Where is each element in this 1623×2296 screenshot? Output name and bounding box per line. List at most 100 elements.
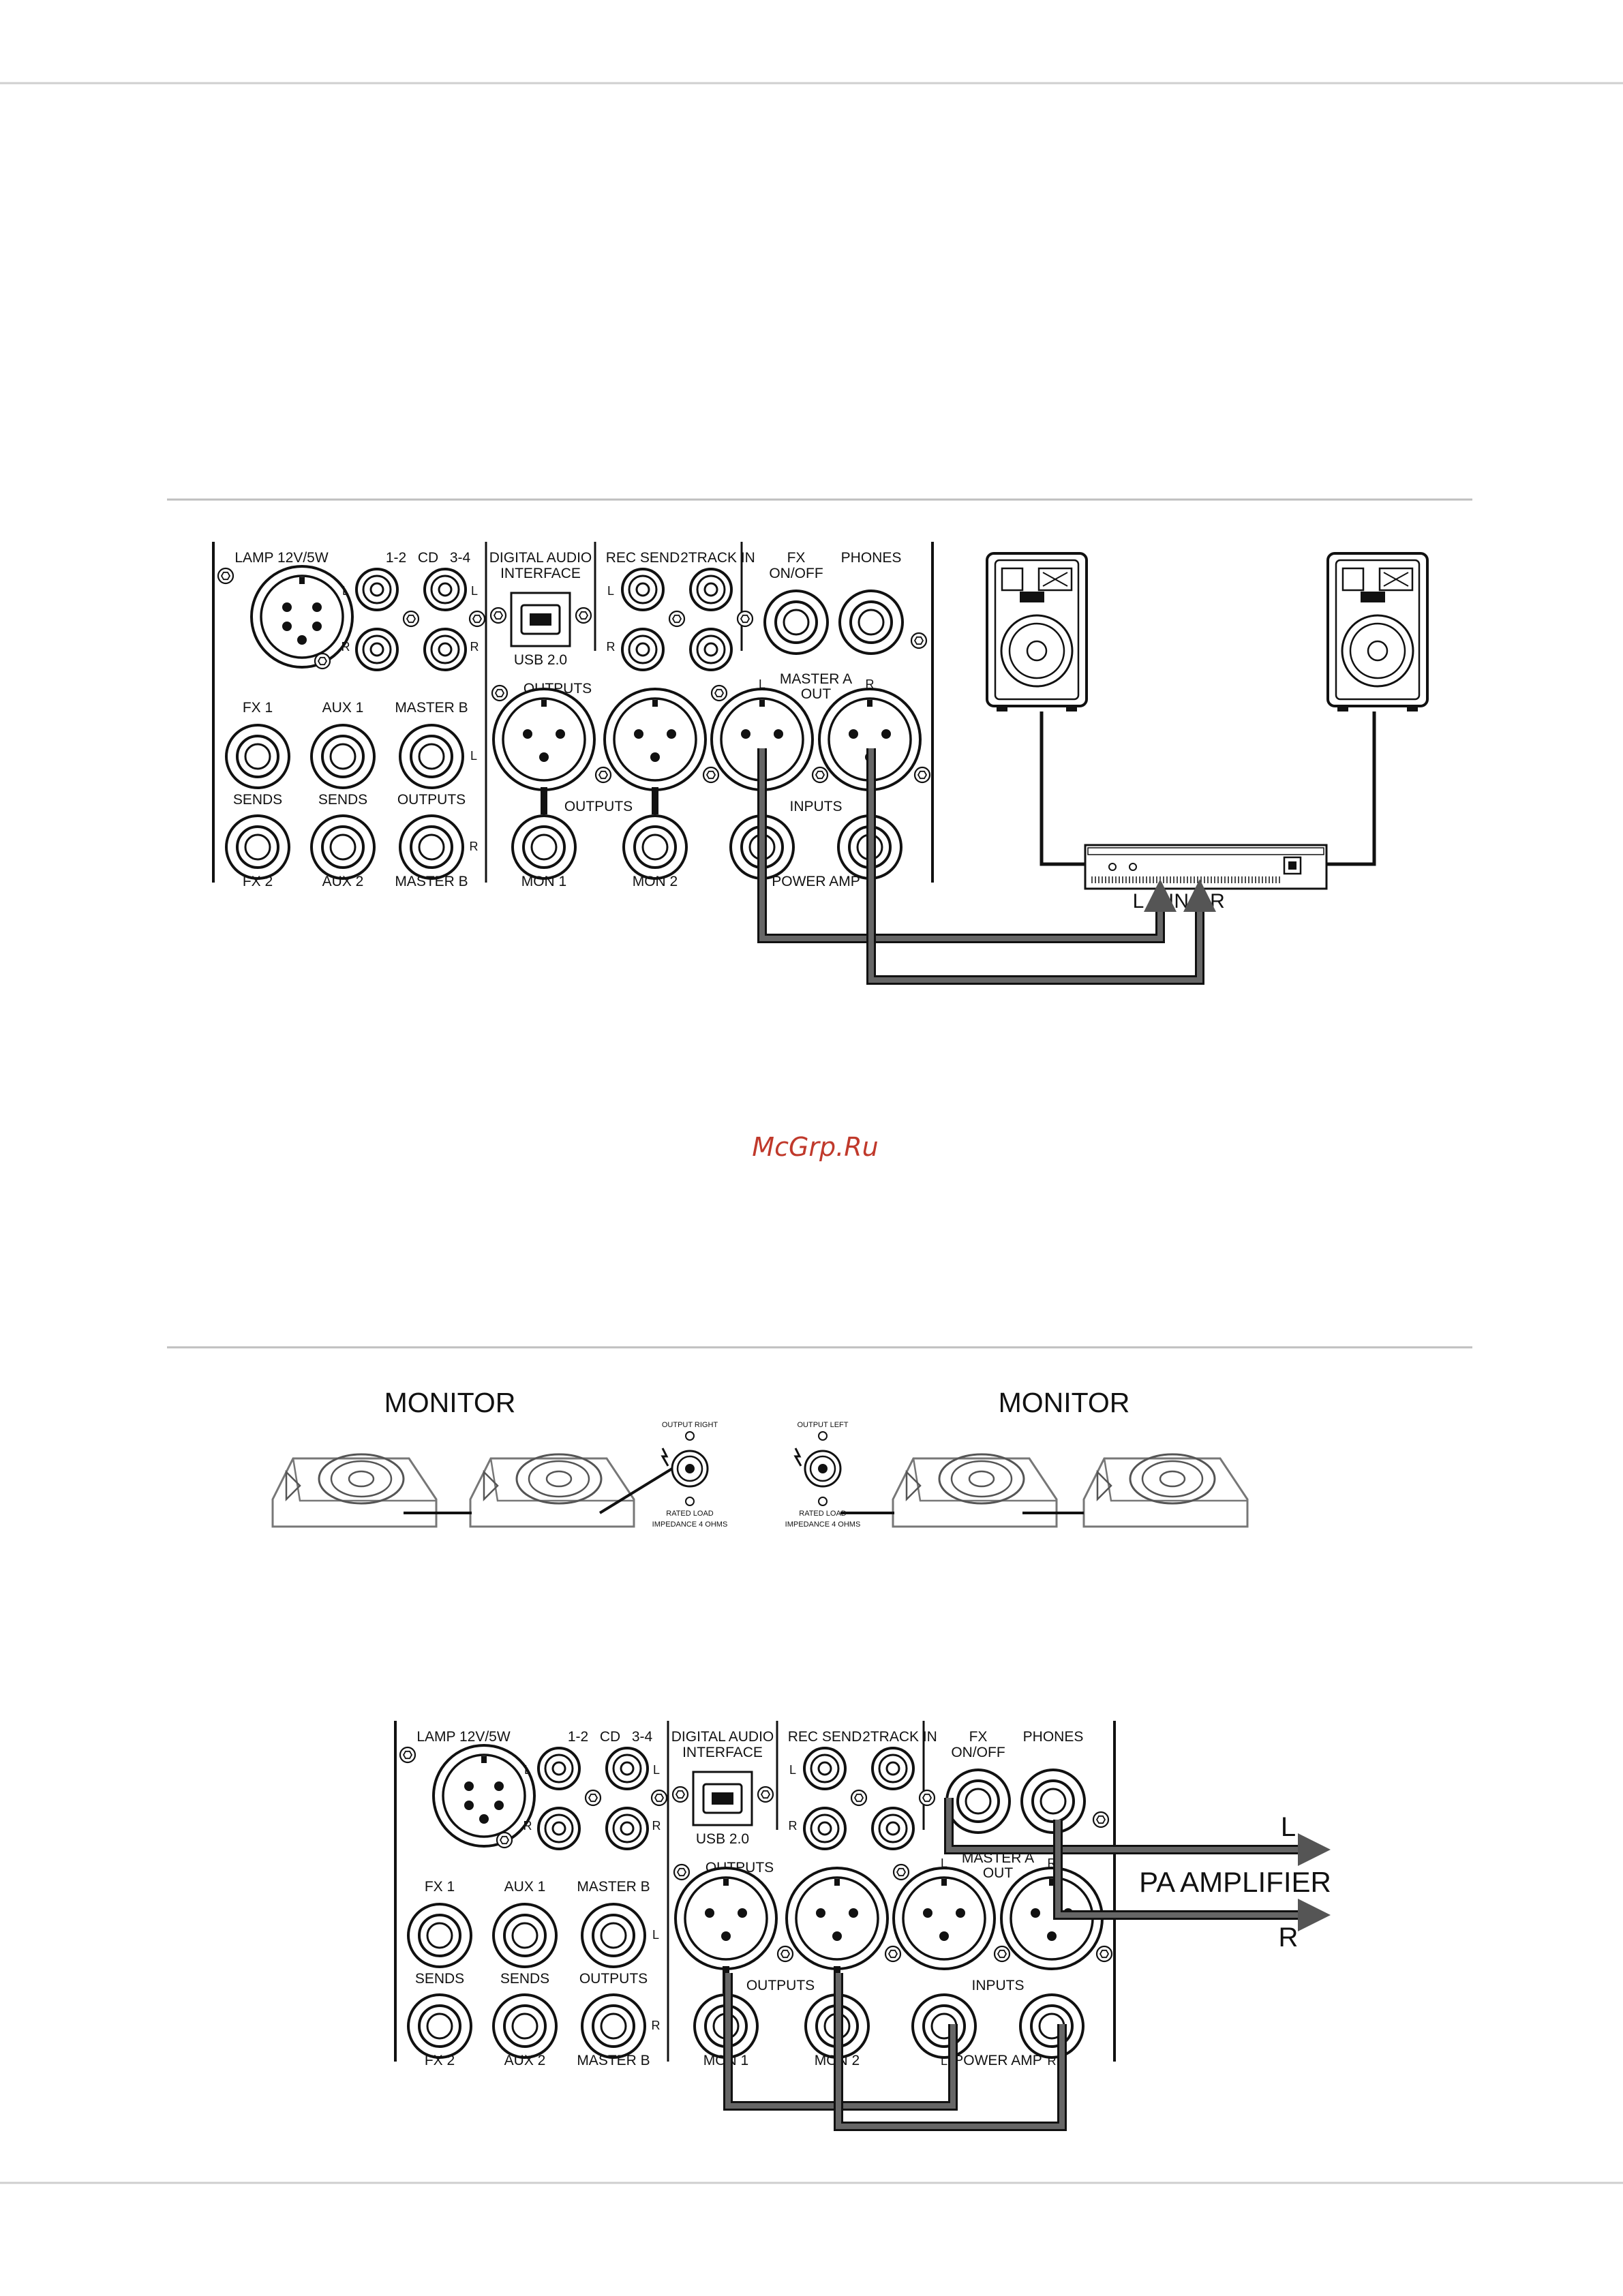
r-label: R: [866, 677, 875, 691]
cd-label: CD: [600, 1729, 620, 1745]
mon2-jack: [622, 814, 688, 880]
monitor-title-left: MONITOR: [384, 1387, 516, 1418]
usb-b-port-icon: [692, 1771, 753, 1826]
screw-icon: [468, 610, 486, 628]
fx-footswitch-jack: [763, 590, 829, 655]
fx-label: FX: [787, 550, 806, 566]
r-label: R: [607, 640, 616, 654]
rated-load-label-right: RATED LOAD: [666, 1510, 714, 1518]
r-label: R: [652, 2019, 661, 2032]
cd-rca-jack: [605, 1807, 649, 1850]
screw-icon: [594, 766, 612, 784]
master-b-label: MASTER B: [395, 874, 468, 889]
speakon-output-right: [661, 1431, 709, 1506]
track-in-rca-jack: [871, 1807, 915, 1850]
cd-rca-jack: [605, 1747, 649, 1790]
usb-b-port-icon: [510, 592, 571, 647]
out-label: OUT: [983, 1865, 1014, 1881]
amp-l-label: L: [1133, 890, 1144, 913]
watermark: McGrp.Ru: [752, 1132, 878, 1162]
output-xlr-mon1: [674, 1867, 778, 1970]
rec-send-rca-jack: [621, 628, 665, 671]
screw-icon: [399, 1746, 416, 1764]
speaker-wire-left: [1040, 711, 1085, 866]
digital-audio-label: DIGITAL AUDIO: [671, 1729, 774, 1745]
on-off-label: ON/OFF: [951, 1745, 1005, 1760]
output-xlr-mon2: [603, 688, 707, 791]
output-left-label: OUTPUT LEFT: [798, 1421, 849, 1429]
screw-icon: [491, 684, 509, 702]
screw-icon: [1092, 1811, 1110, 1828]
cd-rca-jack: [355, 568, 399, 611]
r-label: R: [470, 640, 479, 654]
track-in-label: 2TRACK IN: [680, 550, 755, 566]
cable-mon2-to-amp-in-r: [834, 1973, 1067, 2131]
r-label: R: [652, 1819, 661, 1833]
screw-icon: [402, 610, 420, 628]
rated-load-label-left: RATED LOAD: [799, 1510, 847, 1518]
aux1-label: AUX 1: [504, 1879, 546, 1895]
screw-icon: [668, 610, 686, 628]
pa-l-label: L: [1281, 1812, 1296, 1842]
link-bar: [652, 787, 658, 814]
fx2-label: FX 2: [425, 2053, 455, 2068]
screw-icon: [217, 567, 234, 585]
master-a-label: MASTER A: [780, 671, 852, 687]
rec-send-rca-jack: [621, 568, 665, 611]
r-label: R: [342, 640, 350, 654]
rec-send-rca-jack: [803, 1747, 847, 1790]
fx-label: FX: [969, 1729, 988, 1745]
cd-rca-jack: [537, 1807, 581, 1850]
master-b-l-jack: [581, 1903, 646, 1968]
r-label: R: [470, 840, 479, 853]
cd-12-label: 1-2: [568, 1729, 588, 1745]
cd-12-label: 1-2: [386, 550, 406, 566]
l-label: L: [607, 584, 614, 598]
fx1-jack: [407, 1903, 472, 1968]
lamp-label: LAMP 12V/5W: [416, 1729, 511, 1745]
pa-speaker-left: [986, 552, 1088, 711]
fx2-label: FX 2: [243, 874, 273, 889]
cd-34-label: 3-4: [632, 1729, 653, 1745]
cd-34-label: 3-4: [450, 550, 471, 566]
l-label: L: [470, 749, 477, 763]
interface-label: INTERFACE: [682, 1745, 763, 1760]
lamp-xlr-connector: [432, 1744, 536, 1848]
master-b-label: MASTER B: [577, 1879, 650, 1895]
speaker-wire-right: [1326, 711, 1376, 866]
l-label: L: [342, 584, 349, 598]
track-in-rca-jack: [871, 1747, 915, 1790]
screw-icon: [811, 766, 829, 784]
screw-icon: [892, 1863, 910, 1881]
outputs-label: OUTPUTS: [579, 1971, 648, 1987]
aux1-jack: [492, 1903, 558, 1968]
outputs-label: OUTPUTS: [746, 1978, 815, 1993]
screw-icon: [584, 1789, 602, 1807]
cd-rca-jack: [537, 1747, 581, 1790]
output-xlr-mon2: [785, 1867, 889, 1970]
r-label: R: [789, 1819, 798, 1833]
cable-master-left: [757, 748, 1177, 943]
rec-send-label: REC SEND: [788, 1729, 862, 1745]
screw-icon: [993, 1945, 1011, 1963]
l-label: L: [653, 1763, 660, 1777]
aux2-label: AUX 2: [504, 2053, 546, 2068]
screw-icon: [910, 632, 928, 649]
screw-icon: [850, 1789, 868, 1807]
cable-master-right: [866, 748, 1216, 985]
pa-speaker-right: [1326, 552, 1429, 711]
power-amp-in-r-jack: [1019, 1993, 1084, 2059]
mon1-jack: [511, 814, 577, 880]
amp-r-label: R: [1210, 890, 1225, 913]
screw-icon: [575, 607, 592, 624]
mon2-label: MON 2: [633, 874, 678, 889]
cd-rca-jack: [355, 628, 399, 671]
link-bar: [541, 787, 547, 814]
power-amp-label: POWER AMP: [772, 874, 860, 889]
screw-icon: [702, 766, 720, 784]
impedance-label-right: IMPEDANCE 4 OHMS: [652, 1520, 728, 1529]
pa-amplifier-label: PA AMPLIFIER: [1139, 1866, 1331, 1898]
